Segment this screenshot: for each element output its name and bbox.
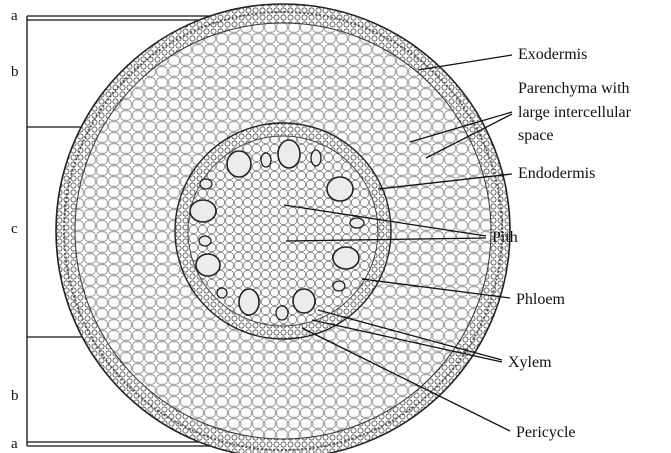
root-cross-section — [56, 4, 510, 453]
segment-label-b-bottom: b — [11, 388, 19, 404]
label-exodermis: Exodermis — [518, 46, 587, 63]
label-phloem: Phloem — [516, 291, 565, 308]
segment-label-a-bottom: a — [11, 436, 18, 452]
segment-label-a-top: a — [11, 8, 18, 24]
label-parenchyma-line1: Parenchyma with — [518, 80, 630, 97]
label-parenchyma-line3: space — [518, 127, 554, 144]
segment-label-c: c — [11, 221, 18, 237]
segment-label-b-top: b — [11, 64, 19, 80]
label-pith: Pith — [492, 229, 518, 246]
label-pericycle: Pericycle — [516, 424, 576, 441]
label-endodermis: Endodermis — [518, 165, 595, 182]
label-parenchyma-line2: large intercellular — [518, 104, 632, 121]
label-xylem: Xylem — [508, 354, 552, 371]
